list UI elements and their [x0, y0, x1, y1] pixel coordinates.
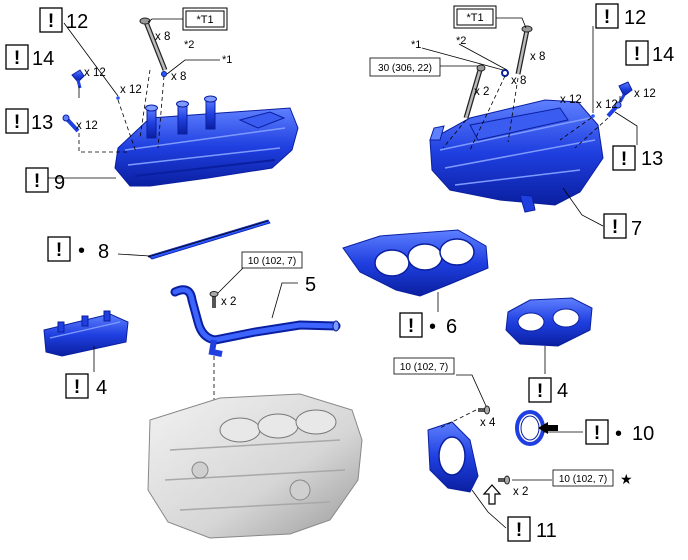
pipe-torque-box: 10 (102, 7) — [241, 251, 303, 269]
oil-seal-retainer-11 — [427, 421, 479, 493]
item-11: 11 — [536, 520, 557, 542]
left-note-2: *2 — [184, 39, 194, 51]
warning-11 — [507, 516, 531, 542]
left-warning-13 — [5, 108, 29, 134]
right-stud-bolt — [463, 64, 486, 119]
right-item-14: 14 — [652, 44, 674, 66]
left-insulator-4 — [43, 310, 129, 357]
left-item-9: 9 — [54, 172, 65, 194]
leader-8 — [117, 253, 151, 257]
right-count-14: x 12 — [634, 88, 656, 100]
left-item-13: 13 — [31, 112, 53, 134]
item-8: 8 — [98, 241, 109, 263]
right-leader-lines — [421, 17, 638, 227]
right-insulator-4 — [505, 297, 593, 347]
right-count-washer: x 8 — [511, 75, 526, 87]
retainer-count-bottom: x 2 — [513, 486, 528, 498]
retainer-torque-bottom-box: 10 (102, 7) — [552, 469, 614, 487]
left-head-bolt — [139, 17, 168, 71]
right-dashed-lines — [442, 75, 609, 151]
left-cylinder-head — [114, 95, 299, 187]
up-arrow-icon — [482, 484, 502, 505]
retainer-bolt-bottom — [498, 475, 510, 485]
bullet-10: • — [615, 423, 622, 445]
warning-6 — [399, 312, 423, 338]
right-vvt-bolt-14 — [618, 81, 633, 103]
left-item-14: 14 — [32, 48, 54, 70]
right-head-washer — [501, 69, 509, 77]
right-count-stud: x 2 — [474, 86, 489, 98]
item-5: 5 — [305, 274, 316, 296]
item-4-left: 4 — [96, 377, 107, 399]
right-warning-13 — [612, 145, 636, 171]
left-warning-14 — [5, 44, 29, 70]
push-arrow-icon — [538, 422, 558, 434]
engine-block — [147, 393, 363, 539]
left-warning-9 — [25, 167, 49, 193]
lower-right-leaders — [456, 374, 583, 529]
head-gasket-6 — [342, 229, 489, 297]
left-item-12: 12 — [66, 11, 88, 33]
right-warning-14 — [625, 40, 649, 66]
right-t1-box: *T1 — [453, 5, 497, 29]
water-pipe-5 — [170, 285, 341, 357]
right-note-2: *2 — [456, 35, 466, 47]
left-leader-lines — [48, 18, 220, 179]
warning-10 — [585, 419, 609, 445]
pipe-torque: 10 (102, 7) — [248, 256, 296, 267]
retainer-bolt-top — [478, 405, 490, 415]
left-dashed-lines — [78, 69, 165, 153]
left-count-washer: x 8 — [171, 71, 186, 83]
warning-8 — [47, 236, 71, 262]
right-t1-label: *T1 — [466, 12, 483, 24]
bullet-6: • — [429, 316, 436, 338]
left-vvt-bolt-14 — [71, 69, 85, 89]
pipe-bolt — [209, 291, 219, 308]
left-count-13: x 12 — [76, 120, 98, 132]
right-bolt-13 — [606, 101, 622, 118]
right-count-12b: x 12 — [596, 99, 618, 111]
pipe-count: x 2 — [221, 296, 236, 308]
head-gasket-8 — [147, 219, 271, 260]
right-stud-torque: 30 (306, 22) — [378, 63, 432, 74]
left-washer-12 — [116, 96, 120, 100]
right-cylinder-head — [429, 99, 604, 213]
left-head-washer — [161, 71, 167, 77]
right-count-bolt: x 8 — [530, 51, 545, 63]
right-count-12a: x 12 — [560, 94, 582, 106]
bullet-8: • — [78, 240, 85, 262]
item-4-right: 4 — [557, 380, 568, 402]
item-10: 10 — [632, 423, 654, 445]
left-note-1: *1 — [222, 54, 232, 66]
right-item-7: 7 — [631, 218, 642, 240]
right-item-13: 13 — [641, 148, 663, 170]
star-icon: ★ — [620, 471, 633, 487]
left-t1-label: *T1 — [196, 14, 213, 26]
right-stud-torque-box: 30 (306, 22) — [369, 57, 441, 77]
left-bolt-13 — [62, 114, 80, 133]
item-6: 6 — [446, 316, 457, 338]
left-t1-box: *T1 — [182, 7, 228, 31]
retainer-torque-top-box: 10 (102, 7) — [393, 357, 455, 375]
right-washer-12 — [591, 114, 595, 118]
left-count-12: x 12 — [120, 84, 142, 96]
pipe-leaders — [217, 267, 298, 319]
retainer-count-top: x 4 — [480, 417, 496, 429]
right-warning-7 — [603, 213, 627, 239]
right-warning-12 — [595, 3, 619, 29]
left-count-bolt: x 8 — [155, 31, 170, 43]
right-head-bolt — [515, 25, 533, 75]
warning-4-right — [528, 377, 552, 403]
left-warning-12 — [39, 7, 63, 33]
right-item-12: 12 — [624, 7, 646, 29]
retainer-torque-bottom: 10 (102, 7) — [559, 474, 607, 485]
retainer-torque-top: 10 (102, 7) — [400, 362, 448, 373]
right-note-1: *1 — [411, 39, 421, 51]
left-count-14: x 12 — [84, 67, 106, 79]
warning-4-left — [65, 373, 89, 399]
